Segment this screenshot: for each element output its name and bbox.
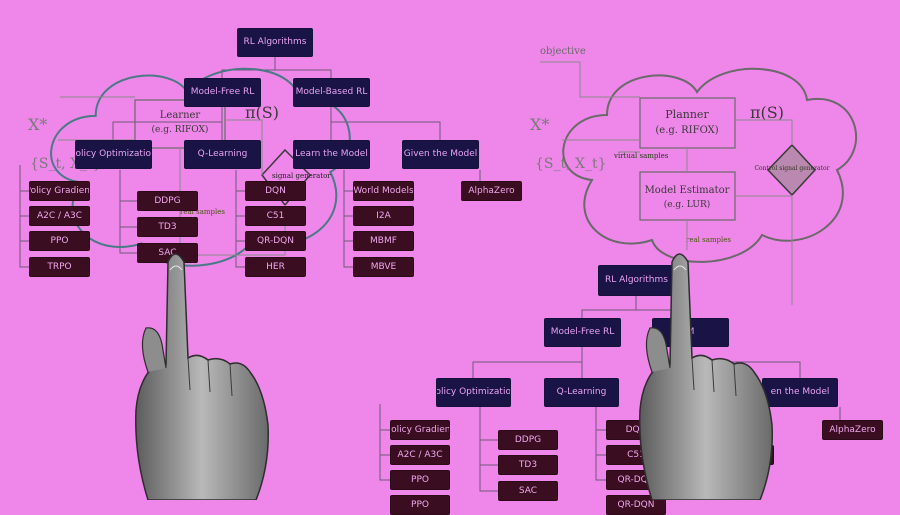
signal-generator-label: signal generator xyxy=(272,172,331,180)
control-signal-label: Control signal generator xyxy=(754,165,829,172)
left-cloud-flow xyxy=(58,96,286,256)
pointing-hand-right xyxy=(639,253,773,500)
rl-algorithms-root-right: RL Algorithms xyxy=(598,265,675,296)
model-free-rl-right: Model-Free RL xyxy=(544,318,621,347)
model-free-rl-left: Model-Free RL xyxy=(184,78,261,107)
cloud-outline-right xyxy=(562,67,858,263)
edge-mf-po-right xyxy=(472,347,583,378)
algo-hybrid-left: DDPG xyxy=(137,191,198,211)
given-the-model-right: en the Model xyxy=(762,378,838,407)
algo-hybrid-right: DDPG xyxy=(498,430,558,450)
x-star-label-right: X* xyxy=(530,115,549,134)
model-estimator-box xyxy=(639,171,736,221)
algo-learn-model-left: MBMF xyxy=(353,231,414,251)
algo-policy-left: Policy Gradient xyxy=(29,181,90,201)
pi-s-label-left: π(S) xyxy=(245,103,279,122)
edge-mb-given-left xyxy=(330,107,441,140)
algo-hybrid-right: SAC xyxy=(498,481,558,501)
algo-q-left: QR-DQN xyxy=(245,231,306,251)
rl-algorithms-root-left: RL Algorithms xyxy=(237,28,313,57)
edge-q-children-left xyxy=(235,170,245,268)
model-based-rl-left: Model-Based RL xyxy=(293,78,370,107)
given-the-model-left: Given the Model xyxy=(402,140,479,169)
edge-lm-children-left xyxy=(343,170,353,268)
policy-optimization-right: Policy Optimization xyxy=(436,378,511,407)
algo-q-left: HER xyxy=(245,257,306,277)
estimator-title: Model Estimator xyxy=(645,185,730,196)
learner-title: Learner xyxy=(160,110,201,121)
edge-po-children-left xyxy=(19,165,29,268)
algo-policy-left: TRPO xyxy=(29,257,90,277)
edge-mf-po-left xyxy=(112,107,223,140)
algo-q-left: DQN xyxy=(245,181,306,201)
right-cloud-flow xyxy=(540,61,793,305)
learn-the-model-left: Learn the Model xyxy=(293,140,370,169)
algo-policy-right: A2C / A3C xyxy=(390,445,450,465)
edge-root-modelfree-left xyxy=(221,57,276,78)
algo-policy-right: PPO xyxy=(390,470,450,490)
real-samples-label-right: real samples xyxy=(686,236,731,244)
algo-hybrid-right: TD3 xyxy=(498,455,558,475)
algo-policy-left: PPO xyxy=(29,231,90,251)
algo-trpo-right-cutoff: PPO xyxy=(390,495,450,515)
algo-learn-model-left: World Models xyxy=(353,181,414,201)
learner-subtitle: (e.g. RIFOX) xyxy=(152,124,209,135)
objective-label: objective xyxy=(540,46,586,57)
planner-box xyxy=(639,97,736,149)
algo-alphazero-right: AlphaZero xyxy=(822,420,883,440)
algo-policy-left: A2C / A3C xyxy=(29,206,90,226)
algo-q-left: C51 xyxy=(245,206,306,226)
collage-stage: Learner (e.g. RIFOX) X* π(S) {S_t, X_t}signa… xyxy=(19,46,858,494)
algo-learn-model-left: MBVE xyxy=(353,257,414,277)
policy-optimization-left: Policy Optimization xyxy=(75,140,152,169)
algo-hybrid-left: TD3 xyxy=(137,217,198,237)
planner-subtitle: (e.g. RIFOX) xyxy=(655,125,718,136)
real-samples-label-left: real samples xyxy=(180,208,225,216)
edge-po-children-right xyxy=(379,404,390,481)
edge-root-modelfree-right xyxy=(581,296,637,318)
algo-policy-right: Policy Gradient xyxy=(390,420,450,440)
virtual-samples-label: virtual samples xyxy=(613,152,669,160)
q-learning-right: Q-Learning xyxy=(544,378,619,407)
edge-q-children-right xyxy=(595,407,606,481)
edge-hybrid-left xyxy=(119,170,137,254)
state-set-label-right: {S_t, X_t} xyxy=(535,156,607,172)
q-learning-left: Q-Learning xyxy=(184,140,261,169)
edge-root-modelbased-left xyxy=(275,69,332,78)
x-star-label-left: X* xyxy=(28,115,47,134)
algo-alphazero-left: AlphaZero xyxy=(461,181,522,201)
planner-title: Planner xyxy=(665,108,709,121)
cloud-diagrams: Learner (e.g. RIFOX) X* π(S) {S_t, X_t}signa… xyxy=(28,46,858,305)
pointing-hand-left xyxy=(135,253,269,500)
edge-hybrid-right xyxy=(479,407,498,492)
pi-s-label-right: π(S) xyxy=(750,103,784,122)
estimator-subtitle: (e.g. LUR) xyxy=(664,199,711,210)
algo-learn-model-left: I2A xyxy=(353,206,414,226)
